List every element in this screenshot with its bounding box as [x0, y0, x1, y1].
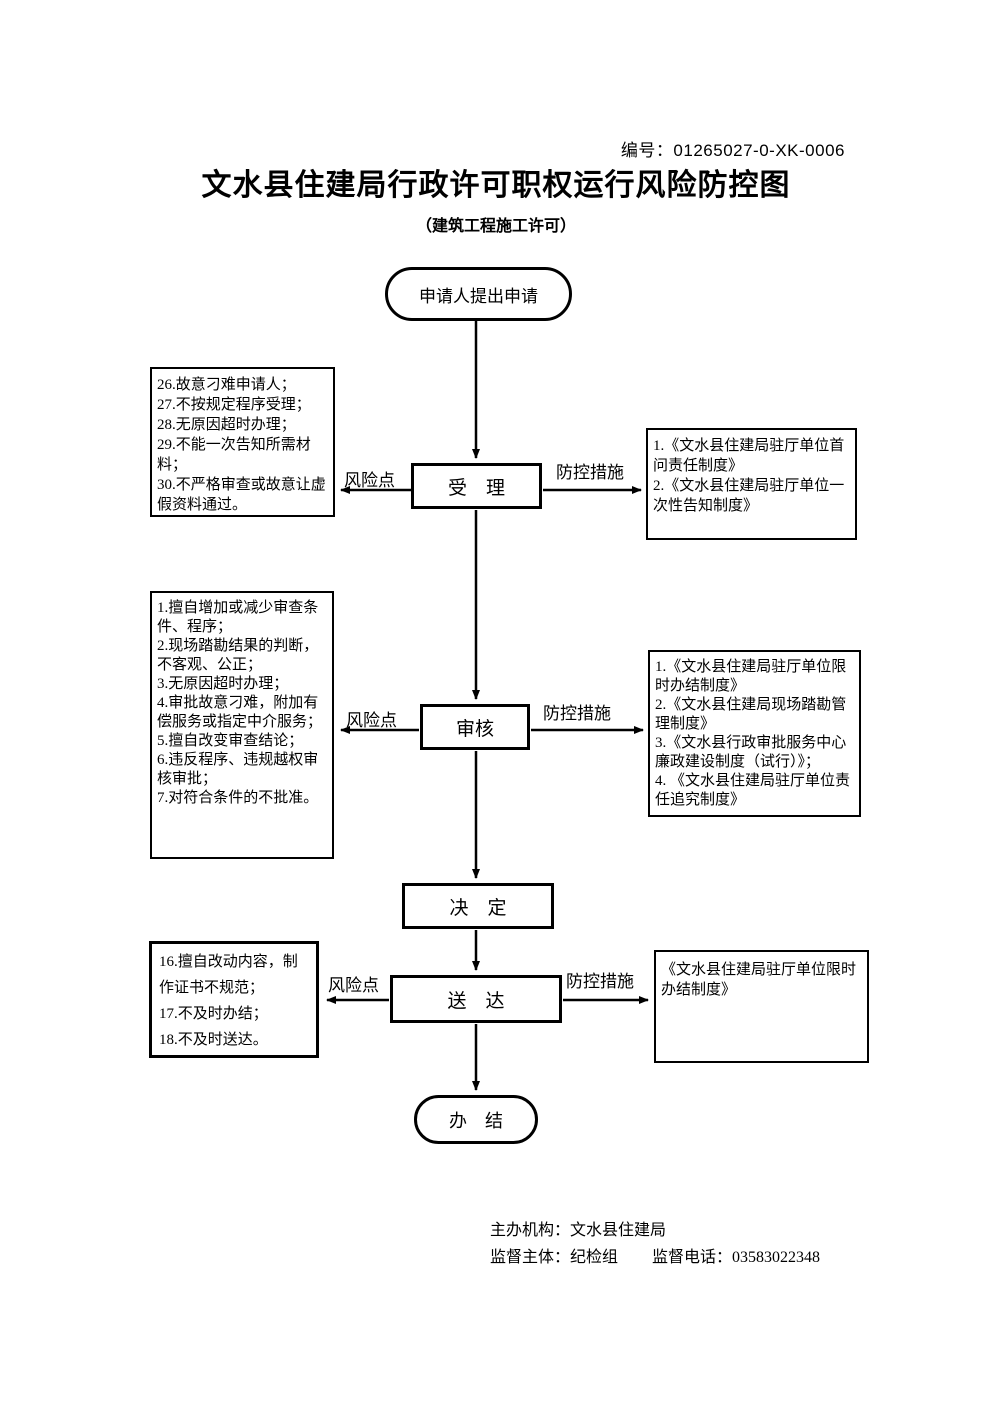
risk-item: 29.不能一次告知所需材料； — [157, 437, 311, 473]
risk-box-accept: 26.故意刁难申请人； 27.不按规定程序受理； 28.无原因超时办理； 29.… — [150, 367, 335, 517]
flow-node-end: 办 结 — [414, 1095, 538, 1144]
risk-point-label-accept: 风险点 — [344, 471, 395, 490]
footer: 主办机构：文水县住建局 监督主体：纪检组 监督电话：03583022348 — [490, 1217, 820, 1271]
risk-item: 17.不及时办结； — [159, 1006, 268, 1022]
control-item: 2.《文水县住建局现场踏勘管理制度》 — [655, 697, 847, 732]
footer-supervisor: 监督主体：纪检组 — [490, 1249, 619, 1266]
control-item: 1.《文水县住建局驻厅单位限时办结制度》 — [655, 659, 847, 694]
control-measure-label-deliver: 防控措施 — [566, 972, 634, 991]
risk-item: 28.无原因超时办理； — [157, 417, 296, 433]
flow-node-deliver: 送 达 — [390, 975, 562, 1023]
flow-node-review: 审核 — [420, 704, 530, 750]
risk-item: 6.违反程序、违规越权审核审批； — [157, 752, 319, 787]
doc-number: 编号：01265027-0-XK-0006 — [620, 141, 845, 160]
risk-box-deliver: 16.擅自改动内容，制作证书不规范； 17.不及时办结； 18.不及时送达。 — [149, 941, 319, 1058]
control-box-deliver: 《文水县住建局驻厅单位限时办结制度》 — [654, 950, 869, 1063]
risk-item: 27.不按规定程序受理； — [157, 397, 311, 413]
risk-item: 5.擅自改变审查结论； — [157, 733, 304, 749]
risk-box-review: 1.擅自增加或减少审查条件、程序； 2.现场踏勘结果的判断，不客观、公正； 3.… — [150, 591, 334, 859]
risk-item: 7.对符合条件的不批准。 — [157, 790, 319, 806]
risk-item: 16.擅自改动内容，制作证书不规范； — [159, 954, 298, 996]
footer-phone: 监督电话：03583022348 — [652, 1249, 821, 1266]
flow-node-decide: 决 定 — [402, 883, 554, 929]
control-measure-label-accept: 防控措施 — [556, 463, 624, 482]
page-subtitle: （建筑工程施工许可） — [415, 218, 576, 235]
flow-node-start: 申请人提出申请 — [385, 267, 572, 321]
risk-item: 4.审批故意刁难，附加有偿服务或指定中介服务； — [157, 695, 323, 730]
control-item: 《文水县住建局驻厅单位限时办结制度》 — [661, 962, 857, 998]
risk-item: 26.故意刁难申请人； — [157, 377, 296, 393]
page-title: 文水县住建局行政许可职权运行风险防控图 — [201, 169, 791, 202]
control-box-review: 1.《文水县住建局驻厅单位限时办结制度》 2.《文水县住建局现场踏勘管理制度》 … — [648, 650, 861, 817]
risk-item: 30.不严格审查或故意让虚假资料通过。 — [157, 477, 326, 513]
control-item: 1.《文水县住建局驻厅单位首问责任制度》 — [653, 438, 845, 474]
risk-item: 18.不及时送达。 — [159, 1032, 268, 1048]
control-item: 2.《文水县住建局驻厅单位一次性告知制度》 — [653, 478, 845, 514]
risk-item: 1.擅自增加或减少审查条件、程序； — [157, 600, 319, 635]
control-box-accept: 1.《文水县住建局驻厅单位首问责任制度》 2.《文水县住建局驻厅单位一次性告知制… — [646, 428, 857, 540]
control-item: 4. 《文水县住建局驻厅单位责任追究制度》 — [655, 773, 851, 808]
risk-point-label-deliver: 风险点 — [328, 976, 379, 995]
risk-point-label-review: 风险点 — [346, 711, 397, 730]
footer-supervision-line: 监督主体：纪检组 监督电话：03583022348 — [490, 1244, 820, 1271]
control-measure-label-review: 防控措施 — [543, 704, 611, 723]
flow-node-accept: 受 理 — [411, 463, 542, 509]
footer-organizer: 主办机构：文水县住建局 — [490, 1222, 667, 1239]
risk-item: 2.现场踏勘结果的判断，不客观、公正； — [157, 638, 319, 673]
risk-item: 3.无原因超时办理； — [157, 676, 289, 692]
control-item: 3.《文水县行政审批服务中心廉政建设制度（试行）》； — [655, 735, 847, 770]
